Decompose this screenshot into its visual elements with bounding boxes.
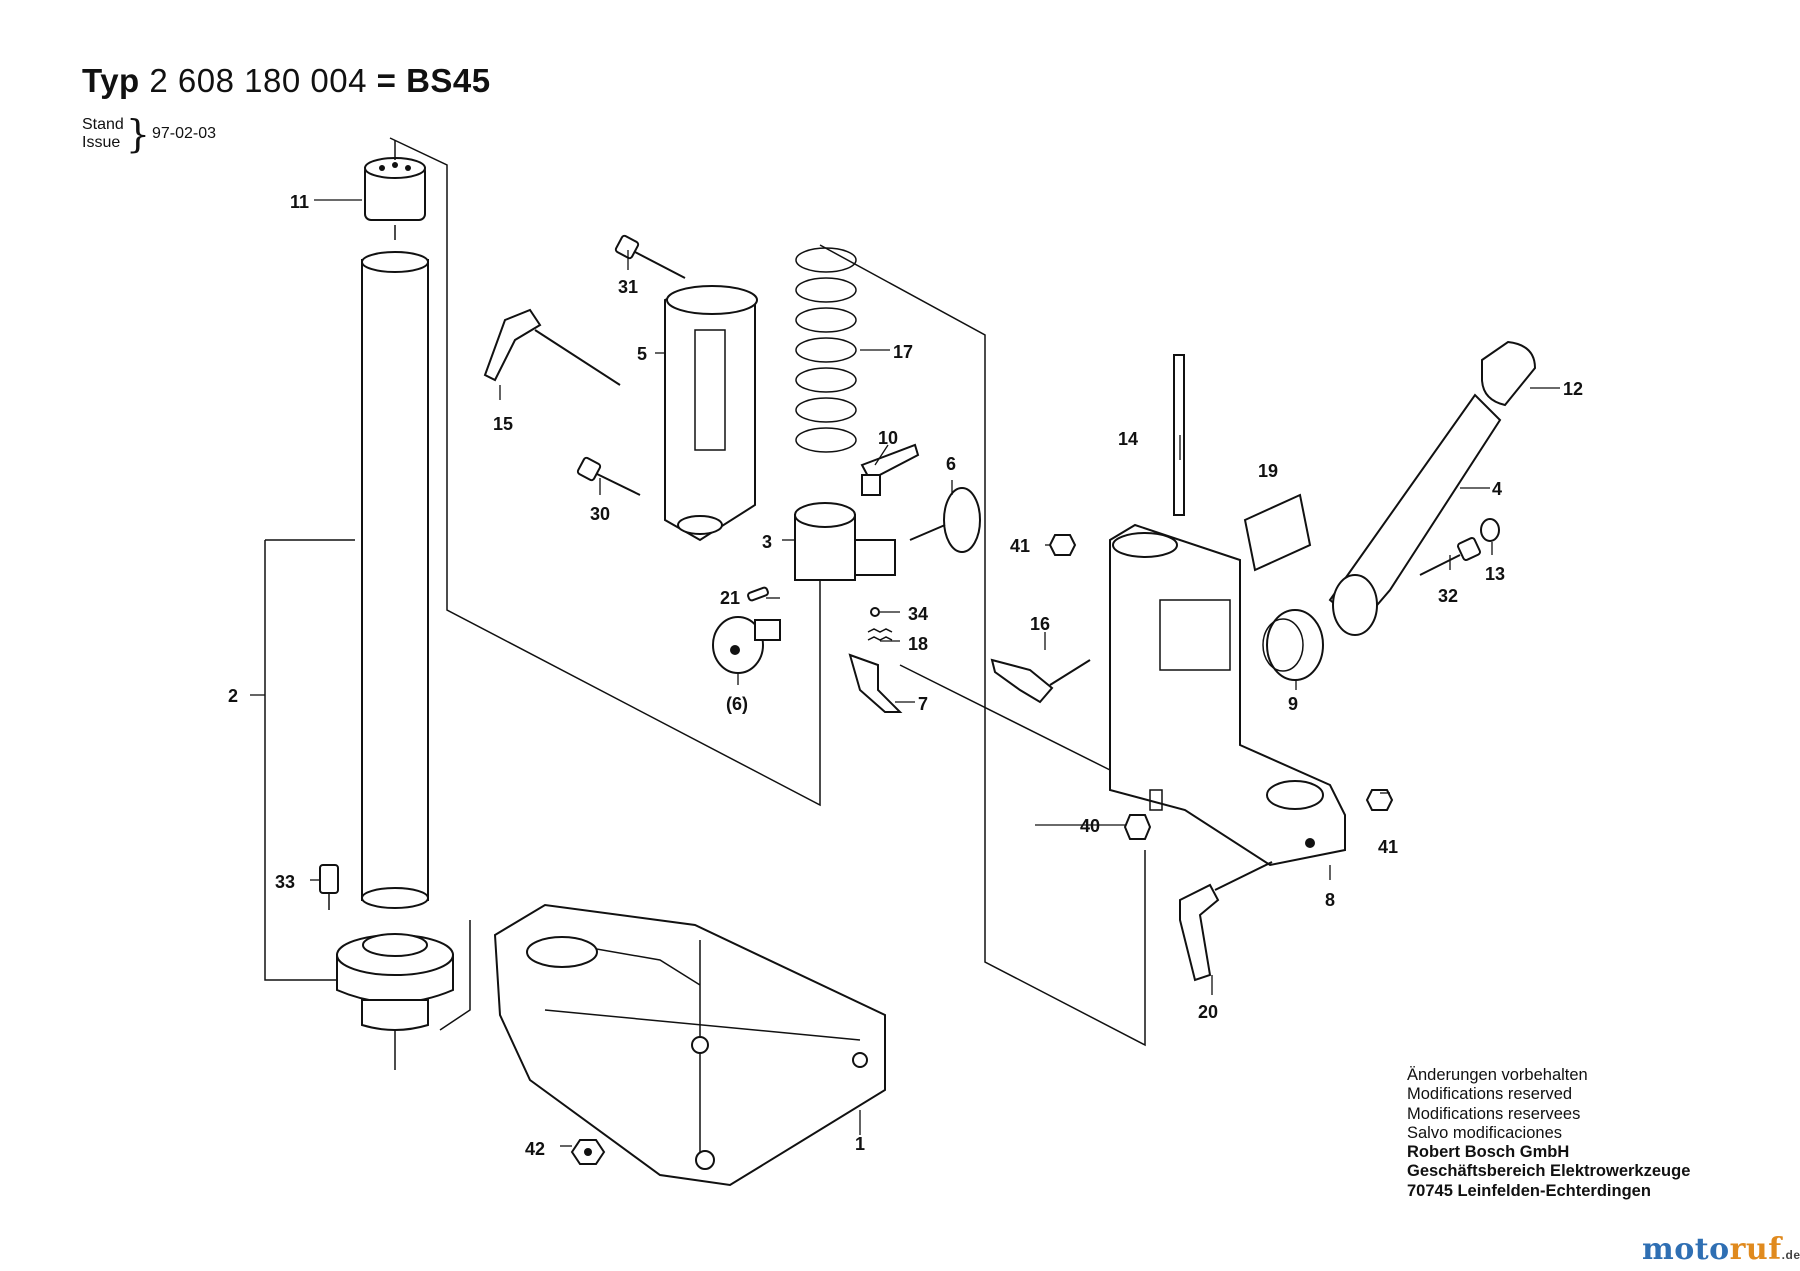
handle-part-4	[1328, 393, 1502, 636]
callout-3: 3	[762, 532, 772, 552]
drill-holder-part-8	[1109, 523, 1346, 867]
callout-18: 18	[908, 634, 928, 654]
label-part-19	[1243, 493, 1312, 572]
callout-32: 32	[1438, 586, 1458, 606]
washer-part-13	[1480, 518, 1500, 542]
callout-17: 17	[893, 342, 913, 362]
slide-housing-part	[664, 285, 758, 542]
callout-21: 21	[720, 588, 740, 608]
watermark-part2: ruf	[1729, 1232, 1782, 1267]
pin-part-14	[1173, 354, 1185, 516]
watermark-part1: moto	[1642, 1232, 1730, 1267]
modification-notice: Änderungen vorbehalten Modifications res…	[1407, 1066, 1690, 1201]
column-foot-part	[319, 864, 454, 1031]
part-number: 2 608 180 004	[149, 62, 367, 99]
screw-part-30	[576, 456, 641, 496]
typ-label: Typ	[82, 62, 140, 99]
assembly-boundary-lines	[264, 137, 1146, 1070]
callout-42: 42	[525, 1139, 545, 1159]
company-division: Geschäftsbereich Elektrowerkzeuge	[1407, 1162, 1691, 1181]
callout-31: 31	[618, 277, 638, 297]
callout-10: 10	[878, 428, 898, 448]
notice-line-en: Modifications reserved	[1407, 1085, 1573, 1104]
document-header: Typ 2 608 180 004 = BS45	[82, 62, 491, 100]
callout-6: 6	[946, 454, 956, 474]
brace-icon: }	[125, 112, 150, 156]
company-address: 70745 Leinfelden-Echterdingen	[1407, 1181, 1651, 1200]
issue-info: Stand Issue }97-02-03	[82, 112, 217, 156]
nut-part-41a	[1048, 534, 1077, 556]
watermark-tld: .de	[1781, 1248, 1800, 1262]
callout-14: 14	[1118, 429, 1138, 449]
base-plate-part	[493, 903, 886, 1187]
callout-6b: (6)	[726, 694, 748, 714]
callout-19: 19	[1258, 461, 1278, 481]
callout-20: 20	[1198, 1002, 1218, 1022]
issue-label: Issue	[82, 134, 121, 151]
latch-part-10	[860, 443, 920, 496]
stand-issue-labels: Stand Issue	[82, 116, 124, 152]
callout-1: 1	[855, 1134, 865, 1154]
equals-sign: =	[376, 62, 397, 99]
callout-41b: 41	[1378, 837, 1398, 857]
collar-part-9	[1262, 609, 1324, 681]
notice-line-es: Salvo modificaciones	[1407, 1123, 1562, 1142]
callout-33: 33	[275, 872, 295, 892]
callout-41a: 41	[1010, 536, 1030, 556]
callout-40: 40	[1080, 816, 1100, 836]
model-name: BS45	[406, 62, 491, 99]
carrier-part-3	[794, 502, 896, 581]
screw-part-31	[614, 234, 686, 279]
clamp-lever-part-15	[483, 308, 621, 386]
grip-part-12	[1481, 340, 1537, 407]
issue-date: 97-02-03	[152, 125, 217, 142]
nut-part-41b	[1365, 789, 1394, 811]
column-tube-part	[361, 251, 429, 909]
stand-label: Stand	[82, 116, 124, 133]
column-cap-part	[364, 140, 426, 240]
company-name: Robert Bosch GmbH	[1407, 1143, 1570, 1162]
document-title: Typ 2 608 180 004 = BS45	[82, 62, 491, 100]
notice-line-fr: Modifications reservees	[1407, 1104, 1581, 1123]
small-parts-group	[747, 586, 903, 713]
callout-labels: 11 31 5 17 15 10 6 30 3 21 34 18 (6) 7 2…	[228, 192, 1583, 1159]
knob-part-6b	[712, 616, 781, 674]
callout-4: 4	[1492, 479, 1502, 499]
callout-12: 12	[1563, 379, 1583, 399]
callout-5: 5	[637, 344, 647, 364]
callout-16: 16	[1030, 614, 1050, 634]
screw-part-32	[1419, 537, 1481, 576]
knob-part-6	[909, 487, 981, 553]
clamp-lever-part-20	[1179, 861, 1273, 982]
callout-2: 2	[228, 686, 238, 706]
spring-part-17	[795, 247, 857, 453]
callout-11: 11	[290, 192, 309, 212]
nut-part-40	[1123, 814, 1152, 840]
nut-part-42	[570, 1139, 606, 1165]
callout-30: 30	[590, 504, 610, 524]
callout-13: 13	[1485, 564, 1505, 584]
callout-7: 7	[918, 694, 928, 714]
callout-34: 34	[908, 604, 928, 624]
callout-15: 15	[493, 414, 513, 434]
callout-8: 8	[1325, 890, 1335, 910]
notice-line-de: Änderungen vorbehalten	[1407, 1066, 1588, 1084]
wing-screw-part-16	[990, 658, 1091, 704]
callout-9: 9	[1288, 694, 1298, 714]
watermark-logo: motoruf.de	[1642, 1232, 1800, 1267]
leader-lines	[250, 199, 1560, 1147]
